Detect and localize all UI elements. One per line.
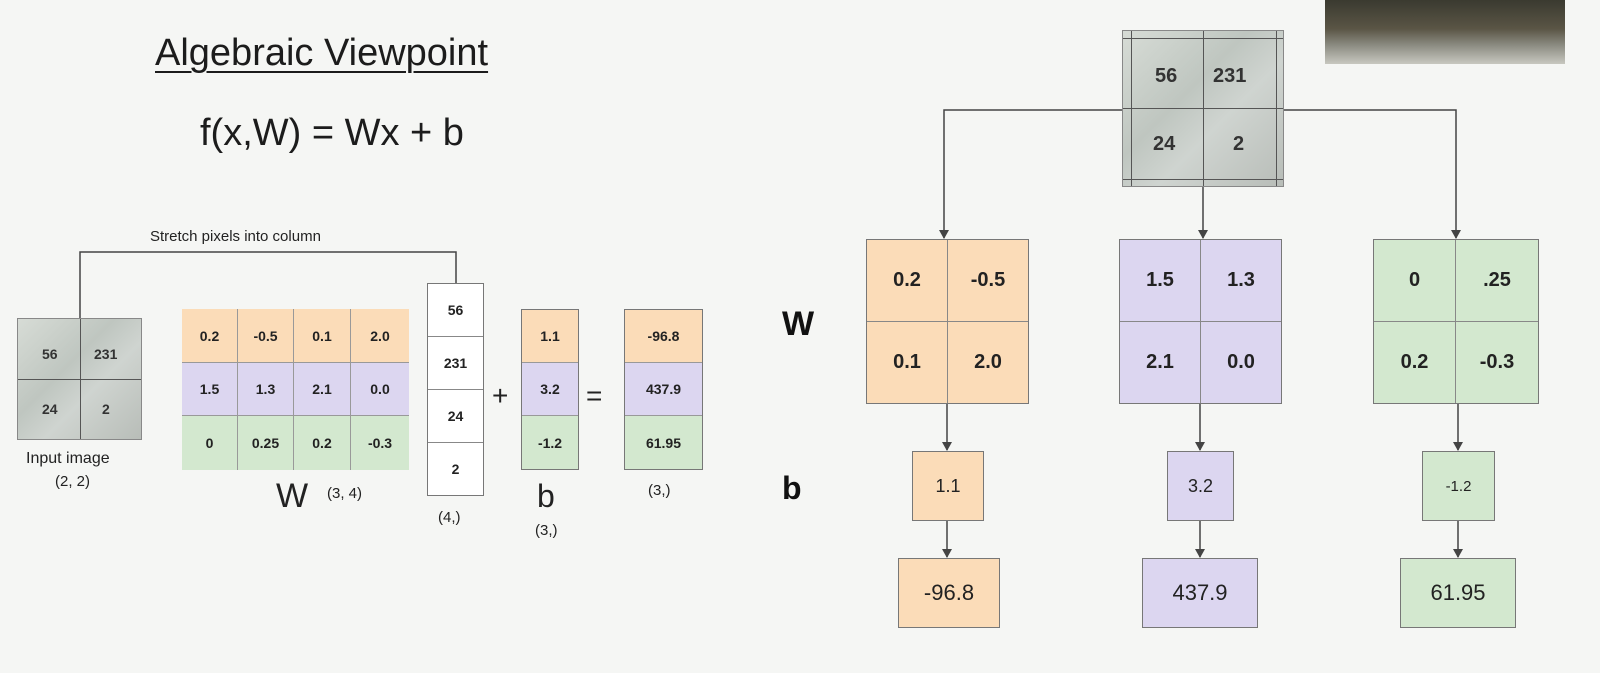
input-image-shape: (2, 2) <box>55 473 91 490</box>
stretch-label: Stretch pixels into column <box>150 228 321 245</box>
weight-cell: 1.5 <box>182 363 238 416</box>
bias-cell: 3.2 <box>522 363 578 416</box>
pixel-value: 24 <box>1153 133 1176 155</box>
weight-matrix: 0.2 -0.5 0.1 2.0 1.5 1.3 2.1 0.0 0 0.25 … <box>182 309 409 470</box>
pixel-value: 56 <box>42 346 58 362</box>
class-weight-cell: 0 <box>1374 240 1456 322</box>
weight-cell: 2.1 <box>294 363 351 416</box>
weight-shape: (3, 4) <box>327 485 363 502</box>
class-bias-box: -1.2 <box>1422 451 1495 521</box>
class-weight-cell: 2.0 <box>948 322 1028 403</box>
bias-cell: 1.1 <box>522 310 578 363</box>
pixel-value: 2 <box>1233 133 1245 155</box>
pixel-value: 2 <box>102 401 110 417</box>
weight-cell: -0.3 <box>351 416 409 470</box>
class-score-box: 437.9 <box>1142 558 1258 628</box>
pixel-column: 56 231 24 2 <box>427 283 484 496</box>
weight-cell: 0.2 <box>294 416 351 470</box>
class-weight-cell: 0.1 <box>867 322 948 403</box>
class-weight-cell: 0.0 <box>1201 322 1281 403</box>
bias-symbol: b <box>537 478 555 514</box>
result-cell: 437.9 <box>625 363 702 416</box>
b-row-label: b <box>782 470 802 506</box>
class-score-box: -96.8 <box>898 558 1000 628</box>
weight-symbol: W <box>276 477 309 515</box>
weight-cell: 1.3 <box>238 363 294 416</box>
result-shape: (3,) <box>648 482 671 499</box>
class-bias-box: 3.2 <box>1167 451 1234 521</box>
class-weight-cell: 1.5 <box>1120 240 1201 322</box>
input-image-label: Input image <box>26 450 110 467</box>
result-cell: -96.8 <box>625 310 702 363</box>
weight-cell: 2.0 <box>351 309 409 363</box>
column-cell: 24 <box>428 390 483 443</box>
class-weight-cell: -0.3 <box>1456 322 1538 403</box>
weight-cell: 0.2 <box>182 309 238 363</box>
pixel-value: 56 <box>1155 65 1178 87</box>
class-weight-cell: .25 <box>1456 240 1538 322</box>
class-bias-box: 1.1 <box>912 451 984 521</box>
bias-cell: -1.2 <box>522 416 578 469</box>
bias-shape: (3,) <box>535 522 558 539</box>
weight-cell: 0 <box>182 416 238 470</box>
pixel-value: 231 <box>94 346 118 362</box>
webcam-thumbnail <box>1325 0 1565 64</box>
bias-vector: 1.1 3.2 -1.2 <box>521 309 579 470</box>
column-shape: (4,) <box>438 509 461 526</box>
class-score-box: 61.95 <box>1400 558 1516 628</box>
class-weight-grid: 0 .25 0.2 -0.3 <box>1373 239 1539 404</box>
class-weight-cell: 1.3 <box>1201 240 1281 322</box>
class-weight-grid: 1.5 1.3 2.1 0.0 <box>1119 239 1282 404</box>
column-cell: 56 <box>428 284 483 337</box>
result-cell: 61.95 <box>625 416 702 469</box>
class-weight-cell: 0.2 <box>1374 322 1456 403</box>
class-weight-cell: -0.5 <box>948 240 1028 322</box>
w-row-label: W <box>782 305 815 343</box>
class-weight-grid: 0.2 -0.5 0.1 2.0 <box>866 239 1029 404</box>
weight-cell: 0.25 <box>238 416 294 470</box>
pixel-value: 24 <box>42 401 58 417</box>
result-vector: -96.8 437.9 61.95 <box>624 309 703 470</box>
class-weight-cell: 0.2 <box>867 240 948 322</box>
weight-cell: -0.5 <box>238 309 294 363</box>
top-input-image: 56 231 24 2 <box>1122 30 1284 187</box>
plus-sign: + <box>492 380 509 411</box>
weight-cell: 0.0 <box>351 363 409 416</box>
class-weight-cell: 2.1 <box>1120 322 1201 403</box>
input-image: 56 231 24 2 <box>17 318 142 440</box>
formula: f(x,W) = Wx + b <box>200 112 464 154</box>
slide-title: Algebraic Viewpoint <box>155 32 489 74</box>
pixel-value: 231 <box>1213 65 1247 87</box>
column-cell: 2 <box>428 443 483 495</box>
column-cell: 231 <box>428 337 483 390</box>
weight-cell: 0.1 <box>294 309 351 363</box>
equals-sign: = <box>586 380 603 411</box>
